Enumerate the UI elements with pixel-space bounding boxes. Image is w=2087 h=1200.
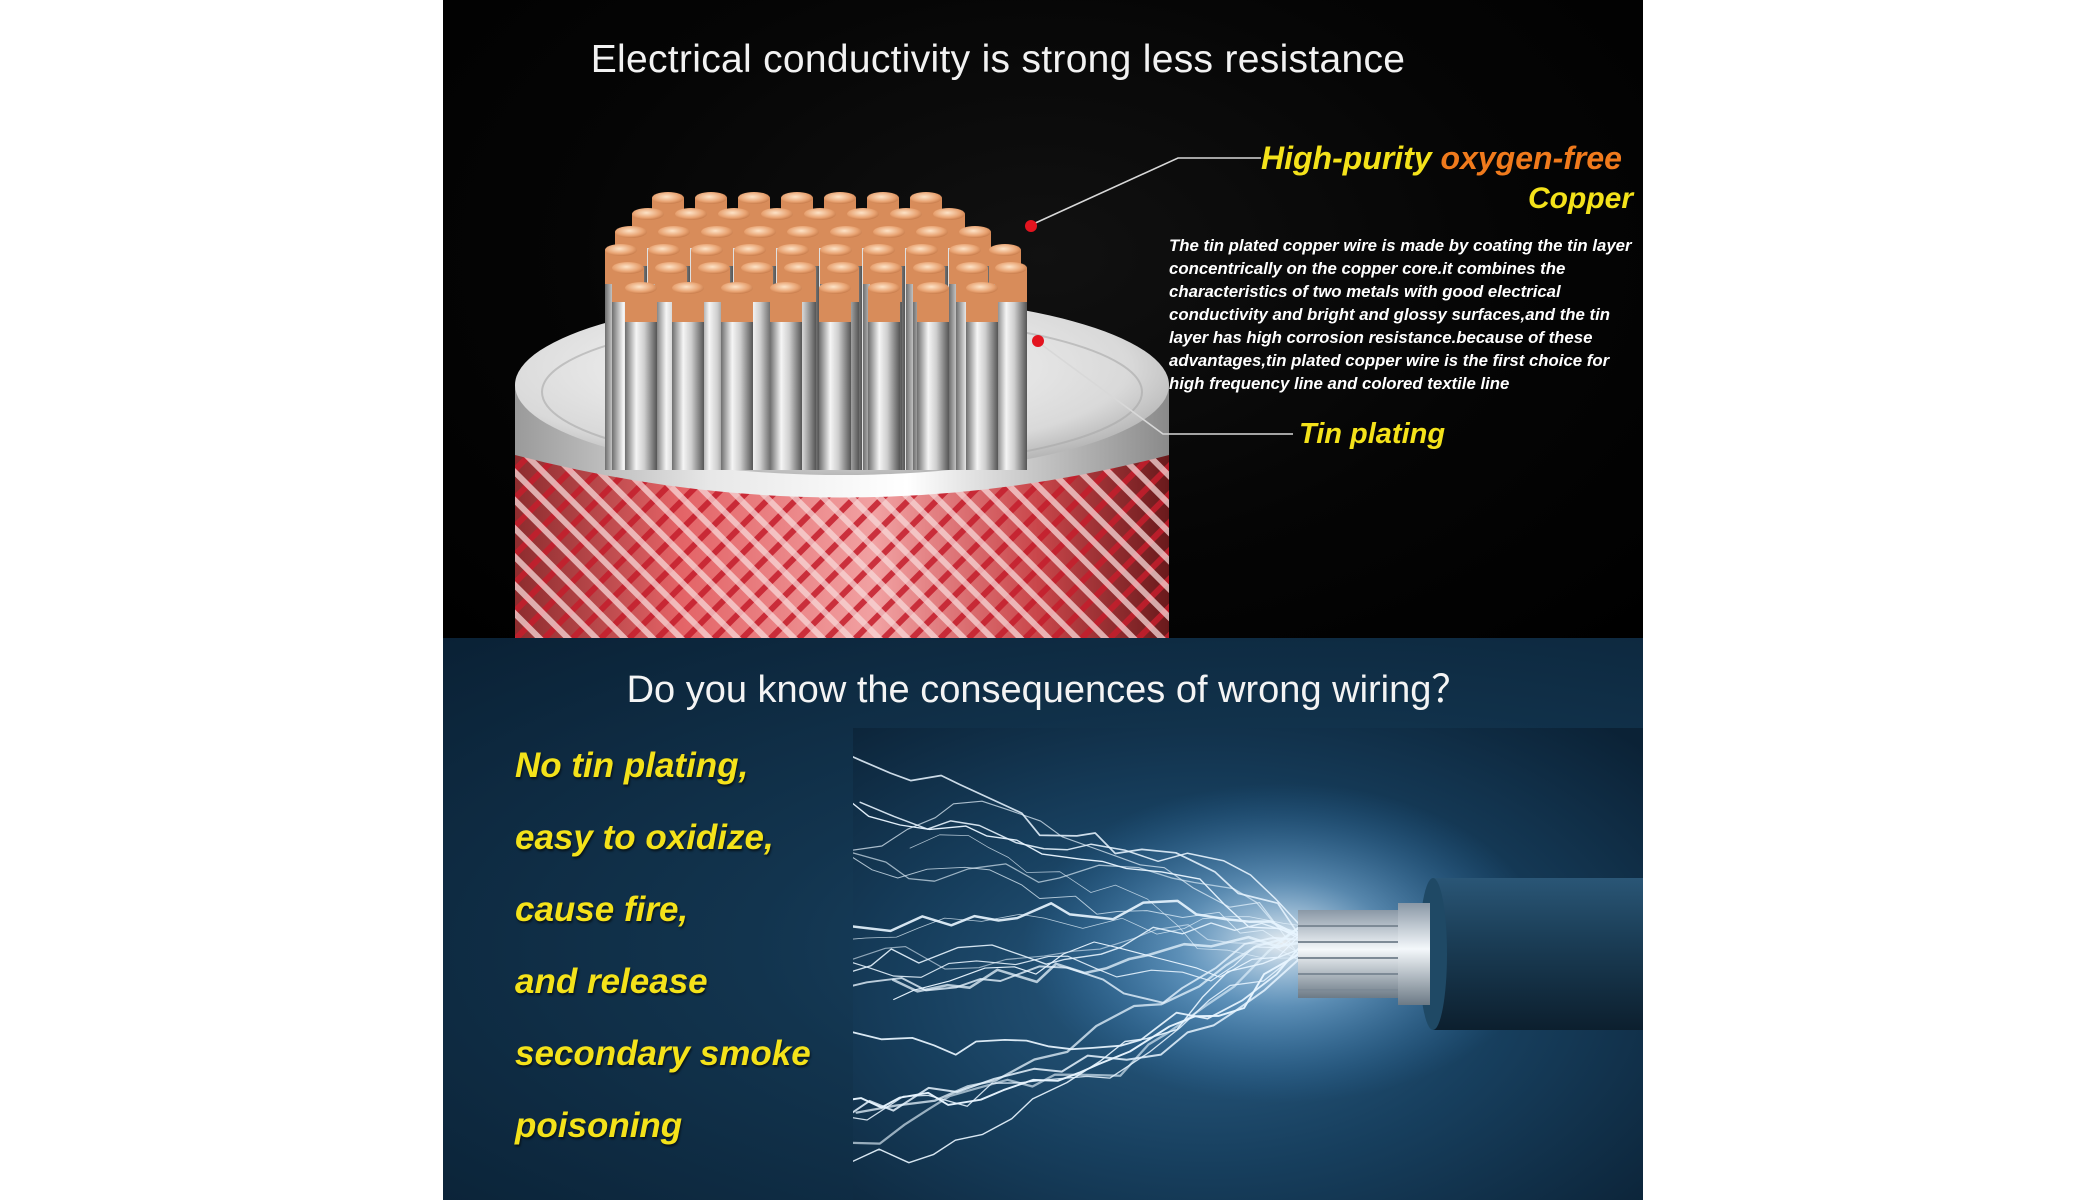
tin-marker-dot	[1032, 335, 1044, 347]
conductivity-headline: Electrical conductivity is strong less r…	[590, 38, 1406, 81]
tin-plated-copper-description: The tin plated copper wire is made by co…	[1169, 236, 1632, 393]
warning-line: and release	[515, 962, 708, 1001]
copper-heading: High-purity oxygen-free	[1261, 140, 1622, 177]
tin-callout-line	[1037, 341, 1293, 435]
copper-heading-prefix: High-purity	[1261, 140, 1432, 176]
wiring-question-headline: Do you know the consequences of wrong wi…	[626, 669, 1470, 711]
warning-line: poisoning	[515, 1106, 683, 1145]
warning-line: easy to oxidize,	[515, 818, 774, 857]
warning-line: cause fire,	[515, 890, 689, 929]
copper-heading-material: Copper	[1528, 182, 1633, 215]
wiring-warning-panel: Do you know the consequences of wrong wi…	[443, 638, 1643, 1200]
product-poster: Electrical conductivity is strong less r…	[443, 0, 1643, 1200]
electric-arc-cable-photo	[853, 728, 1643, 1200]
warning-list: No tin plating, easy to oxidize, cause f…	[515, 743, 811, 1175]
tin-plated-copper-cable-illustration	[515, 157, 1293, 638]
conductivity-panel: Electrical conductivity is strong less r…	[443, 0, 1643, 638]
warning-line: No tin plating,	[515, 746, 749, 785]
warning-line: secondary smoke	[515, 1034, 811, 1073]
copper-heading-highlight: oxygen-free	[1440, 140, 1622, 176]
copper-callout-line	[1030, 157, 1261, 226]
copper-strand-bundle	[605, 192, 1027, 470]
tin-plating-label: Tin plating	[1299, 418, 1446, 450]
copper-marker-dot	[1025, 220, 1037, 232]
